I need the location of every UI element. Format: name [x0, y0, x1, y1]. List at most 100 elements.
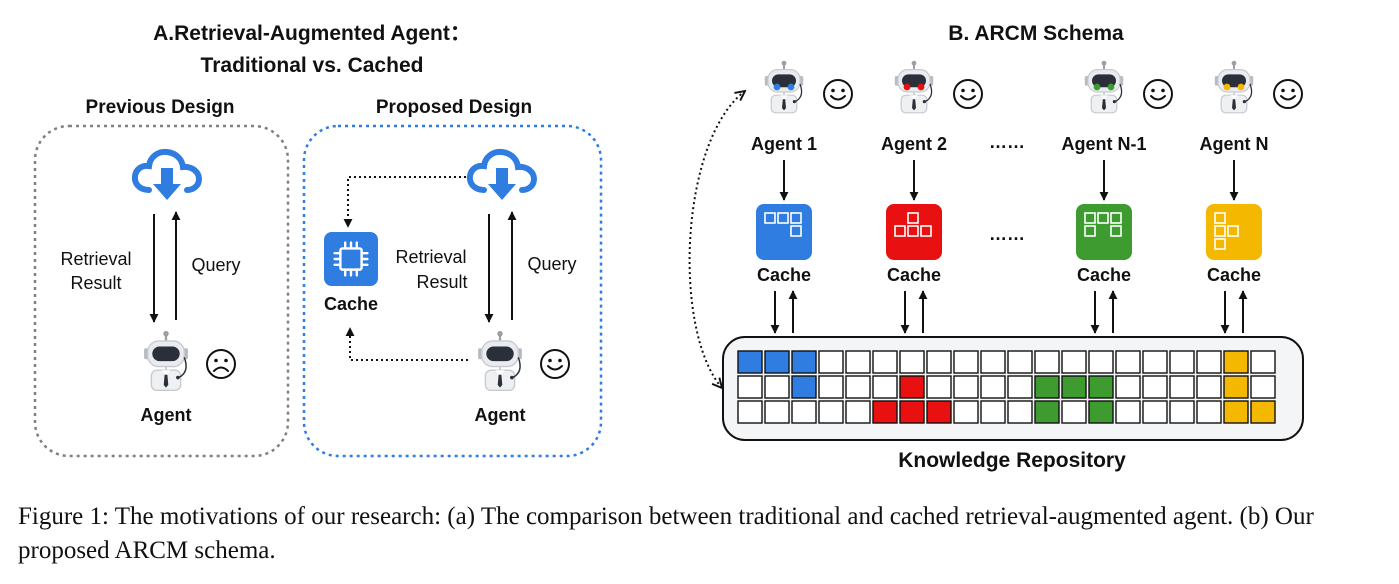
repository-cell: [1169, 400, 1195, 424]
repository-cell: [1115, 350, 1141, 374]
repository-cell: [764, 400, 790, 424]
repository-cell: [737, 350, 763, 374]
repository-cell: [818, 375, 844, 399]
repository-cell: [926, 350, 952, 374]
repository-cell: [953, 350, 979, 374]
repository-cell: [1250, 375, 1276, 399]
previous-design-box: [33, 124, 290, 458]
agent-label-previous: Agent: [141, 405, 192, 425]
repository-cell: [1142, 350, 1168, 374]
cache-cell: [920, 225, 932, 237]
repository-cell: [926, 400, 952, 424]
robot-eye: [787, 83, 795, 91]
repository-cell: [1250, 400, 1276, 424]
repository-cell: [845, 375, 871, 399]
robot-icon: [1213, 60, 1255, 114]
repository-cell: [899, 350, 925, 374]
repository-cell: [1142, 375, 1168, 399]
retrieval-label-line2: Result: [416, 272, 467, 292]
agent-label: Agent 2: [881, 134, 947, 154]
repository-cell: [764, 350, 790, 374]
repository-cell: [1115, 375, 1141, 399]
repository-cell: [1223, 400, 1249, 424]
repository-cell: [845, 400, 871, 424]
smiley-icon: [540, 349, 570, 379]
smiley-icon: [1143, 79, 1173, 109]
panel-b-title: B. ARCM Schema: [948, 22, 1124, 45]
repository-cell: [737, 400, 763, 424]
proposed-design-label: Proposed Design: [376, 97, 532, 118]
repository-cell: [980, 350, 1006, 374]
retrieval-label-line1: Retrieval: [395, 247, 466, 267]
repository-cell: [1142, 400, 1168, 424]
query-label: Query: [527, 254, 576, 274]
agent-label: Agent N-1: [1062, 134, 1147, 154]
robot-eye: [917, 83, 925, 91]
cache-cell: [1214, 212, 1226, 224]
repository-cell: [1223, 375, 1249, 399]
repository-cell: [1007, 350, 1033, 374]
previous-design-label: Previous Design: [86, 97, 235, 118]
repository-cell: [1088, 350, 1114, 374]
robot-eye: [1107, 83, 1115, 91]
repository-cell: [872, 400, 898, 424]
repository-cell: [791, 375, 817, 399]
retrieval-label-line1: Retrieval: [60, 249, 131, 269]
smiley-icon: [823, 79, 853, 109]
repository-cell: [1061, 375, 1087, 399]
knowledge-repository-label: Knowledge Repository: [898, 449, 1126, 472]
cache-cell: [907, 212, 919, 224]
cache-block: [1206, 204, 1262, 260]
repository-cell: [1034, 350, 1060, 374]
cache-cell: [1214, 225, 1226, 237]
figure-caption: Figure 1: The motivations of our researc…: [18, 503, 1314, 564]
sad-face-icon: [206, 349, 236, 379]
query-label: Query: [191, 255, 240, 275]
repository-cell: [818, 400, 844, 424]
repository-cell: [1088, 400, 1114, 424]
robot-eye: [773, 83, 781, 91]
repository-grid: [737, 350, 1276, 424]
repository-cell: [980, 400, 1006, 424]
repository-cell: [845, 350, 871, 374]
repository-cell: [899, 400, 925, 424]
repository-cell: [1169, 350, 1195, 374]
repository-cell: [1007, 400, 1033, 424]
agent-label: Agent 1: [751, 134, 817, 154]
cache-cell: [790, 225, 802, 237]
agent-to-cache-arrow: [345, 327, 468, 361]
robot-icon: [893, 60, 935, 114]
repository-cell: [1196, 350, 1222, 374]
cloud-to-cache-arrow: [343, 176, 466, 228]
robot-icon: [476, 330, 524, 392]
repository-cell: [764, 375, 790, 399]
repository-cell: [953, 375, 979, 399]
cache-cell: [1214, 238, 1226, 250]
cache-cell: [1110, 212, 1122, 224]
chip-icon: [324, 232, 378, 286]
retrieval-label-line2: Result: [70, 273, 121, 293]
cache-label: Cache: [1207, 265, 1261, 285]
panel-a-title-line2: Traditional vs. Cached: [201, 54, 424, 77]
repository-cell: [872, 375, 898, 399]
repository-cell: [791, 350, 817, 374]
proposed-design-box: [302, 124, 603, 458]
robot-icon: [1083, 60, 1125, 114]
repository-cell: [1061, 400, 1087, 424]
cache-block: [756, 204, 812, 260]
cloud-download-icon: [470, 152, 534, 200]
cache-ellipsis: ……: [989, 224, 1025, 244]
repository-cell: [1196, 375, 1222, 399]
cache-cell: [1227, 225, 1239, 237]
cache-block: [1076, 204, 1132, 260]
cache-cell: [764, 212, 776, 224]
panel-a-title-line1: A.Retrieval-Augmented Agent：: [153, 22, 471, 45]
repository-cell: [1034, 400, 1060, 424]
repository-cell: [1169, 375, 1195, 399]
cache-cell: [907, 225, 919, 237]
cache-cell: [790, 212, 802, 224]
